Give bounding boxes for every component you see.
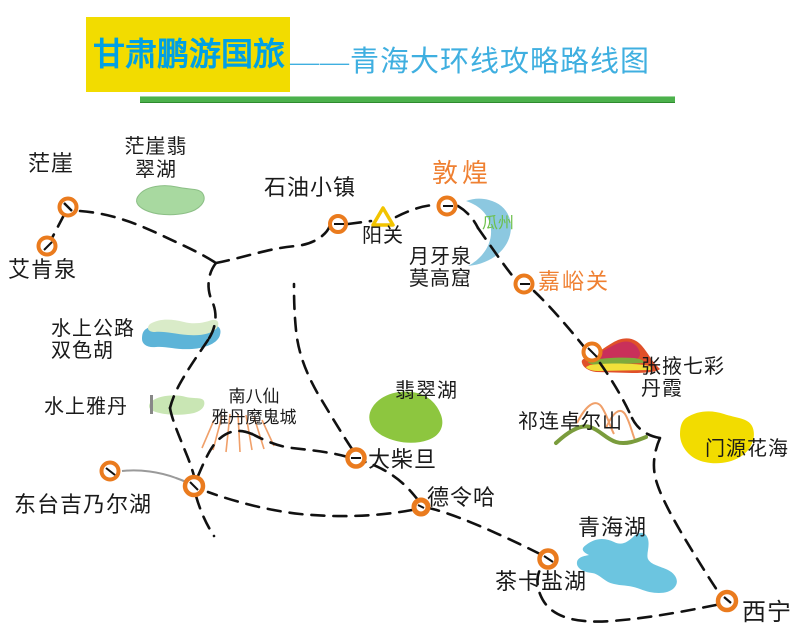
route-chaka-delingha bbox=[426, 506, 542, 556]
shuishang-yadan-tick bbox=[150, 395, 153, 414]
crescent-lake-shape bbox=[466, 198, 511, 266]
marker-xining[interactable] bbox=[715, 589, 739, 613]
route-shiyou-yangguan bbox=[346, 219, 373, 226]
marker-yangguan[interactable] bbox=[371, 206, 395, 227]
route-junction-south bbox=[206, 261, 218, 342]
marker-dunhuang[interactable] bbox=[436, 195, 458, 217]
dual-color-lake-upper bbox=[147, 319, 219, 336]
route-east-to-shiyou bbox=[214, 223, 332, 265]
label-qinghai-hu: 青海湖 bbox=[578, 515, 648, 540]
route-junction-southwest bbox=[194, 494, 216, 538]
route-mangya-east bbox=[78, 209, 218, 265]
marker-delingha[interactable] bbox=[411, 497, 431, 517]
route-waterroad-yadan bbox=[168, 338, 210, 410]
brand-name: 甘肃鹏游国旅 bbox=[92, 36, 285, 72]
route-zhangye-qilian bbox=[598, 361, 634, 420]
route-lines bbox=[50, 203, 724, 623]
label-shuishang-gonglu: 水上公路 双色胡 bbox=[51, 318, 135, 362]
label-yangguan: 阳关 bbox=[362, 225, 404, 247]
page-header: 甘肃鹏游国旅 ——青海大环线攻略路线图 bbox=[0, 0, 800, 120]
marker-jiayuguan[interactable] bbox=[513, 273, 535, 295]
title-rule bbox=[140, 96, 675, 103]
label-dongtai-jinaer: 东台吉乃尔湖 bbox=[14, 492, 153, 517]
route-dachaidan-nanbaxian bbox=[250, 432, 350, 459]
menyuan-field-shape bbox=[680, 411, 754, 464]
label-aikenquan: 艾肯泉 bbox=[8, 257, 78, 282]
route-yadan-junction bbox=[168, 406, 196, 478]
marker-aikenquan[interactable] bbox=[36, 235, 58, 257]
label-qilian-zhuoershan: 祁连卓尔山 bbox=[518, 411, 623, 433]
label-nanbaxian: 南八仙 雅丹魔鬼城 bbox=[211, 387, 297, 427]
map-features bbox=[136, 185, 754, 593]
label-xining: 西宁 bbox=[742, 600, 792, 626]
label-zhangye-danxia: 张掖七彩 丹霞 bbox=[641, 356, 725, 400]
label-jiayuguan: 嘉峪关 bbox=[538, 269, 611, 294]
marker-junction[interactable] bbox=[182, 474, 206, 498]
route-jiayuguan-zhangye bbox=[532, 289, 587, 350]
route-menyuan-xining bbox=[652, 436, 724, 600]
label-delingha: 德令哈 bbox=[427, 485, 497, 510]
brand-banner bbox=[86, 17, 290, 92]
qinghai-lake-shape bbox=[576, 532, 677, 593]
label-yueyaquan: 月牙泉 莫高窟 bbox=[409, 246, 472, 290]
marker-zhangye[interactable] bbox=[581, 341, 603, 363]
route-dongtai-connector bbox=[121, 469, 189, 484]
route-guazhou-jiayuguan bbox=[476, 226, 517, 281]
qilian-mountain-shape bbox=[554, 402, 648, 446]
route-yangguan-dunhuang bbox=[394, 203, 438, 219]
marker-dongtai[interactable] bbox=[99, 460, 121, 482]
feicui-lake-shape bbox=[369, 391, 443, 443]
mangya-feicui-lake-shape bbox=[136, 185, 205, 216]
label-dunhuang: 敦煌 bbox=[432, 159, 493, 188]
route-nanbaxian-junction bbox=[196, 429, 254, 478]
marker-chaka[interactable] bbox=[537, 548, 559, 570]
route-mangya-aikenquan bbox=[50, 213, 66, 240]
marker-dachaidan[interactable] bbox=[345, 447, 367, 469]
route-xining-chaka bbox=[536, 562, 718, 623]
route-delingha-west bbox=[206, 490, 414, 518]
label-guazhou: 瓜州 bbox=[482, 215, 515, 232]
label-shiyou-xiaozhen: 石油小镇 bbox=[264, 175, 357, 200]
route-dachaidan-north bbox=[292, 282, 354, 451]
map-markers bbox=[36, 195, 739, 613]
label-chaka-yanhu: 茶卡盐湖 bbox=[495, 569, 588, 594]
marker-mangya[interactable] bbox=[57, 196, 79, 218]
label-shuishang-yadan: 水上雅丹 bbox=[44, 396, 128, 418]
route-map: 茫崖 茫崖翡 翠湖 艾肯泉 石油小镇 阳关 敦煌 瓜州 月牙泉 莫高窟 嘉峪关 … bbox=[0, 118, 800, 634]
label-mangya-feicui-hu: 茫崖翡 翠湖 bbox=[124, 136, 188, 181]
shuishang-yadan-shape bbox=[149, 395, 205, 415]
page-title: ——青海大环线攻略路线图 bbox=[290, 46, 651, 78]
marker-shiyou-xiaozhen[interactable] bbox=[328, 214, 348, 234]
route-dunhuang-guazhou bbox=[456, 204, 480, 230]
route-delingha-dachaidan bbox=[360, 459, 420, 502]
label-menyuan-huahai: 门源花海 bbox=[705, 438, 789, 460]
label-mangya: 茫崖 bbox=[28, 151, 75, 176]
route-qilian-menyuan bbox=[630, 416, 662, 440]
map-graphics bbox=[36, 185, 754, 623]
label-feicui-hu: 翡翠湖 bbox=[395, 380, 458, 402]
label-dachaidan: 大柴旦 bbox=[368, 447, 438, 472]
